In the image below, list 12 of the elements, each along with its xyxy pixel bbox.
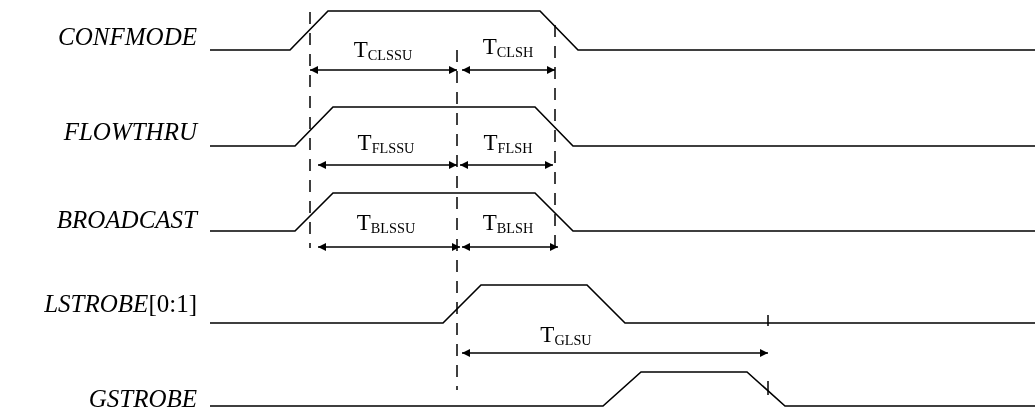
timing-parameter: T$_{FLSH}$	[483, 130, 533, 156]
timing-parameter: T$_{FLSSU}$	[357, 130, 415, 156]
timing-parameter: T$_{GLSU}$	[540, 322, 592, 348]
signal-name: FLOWTHRU	[63, 118, 197, 144]
signal-name: LSTROBE[0:1]	[44, 290, 197, 316]
signal-name: CONFMODE	[58, 23, 197, 49]
signal-name: BROADCAST	[56, 206, 197, 232]
timing-parameter: T$_{BLSH}$	[482, 210, 534, 236]
signal-name: GSTROBE	[88, 385, 197, 410]
timing-parameter: T$_{CLSH}$	[482, 34, 534, 60]
timing-parameter: T$_{CLSSU}$	[353, 37, 413, 63]
timing-parameter: T$_{BLSSU}$	[356, 210, 416, 236]
